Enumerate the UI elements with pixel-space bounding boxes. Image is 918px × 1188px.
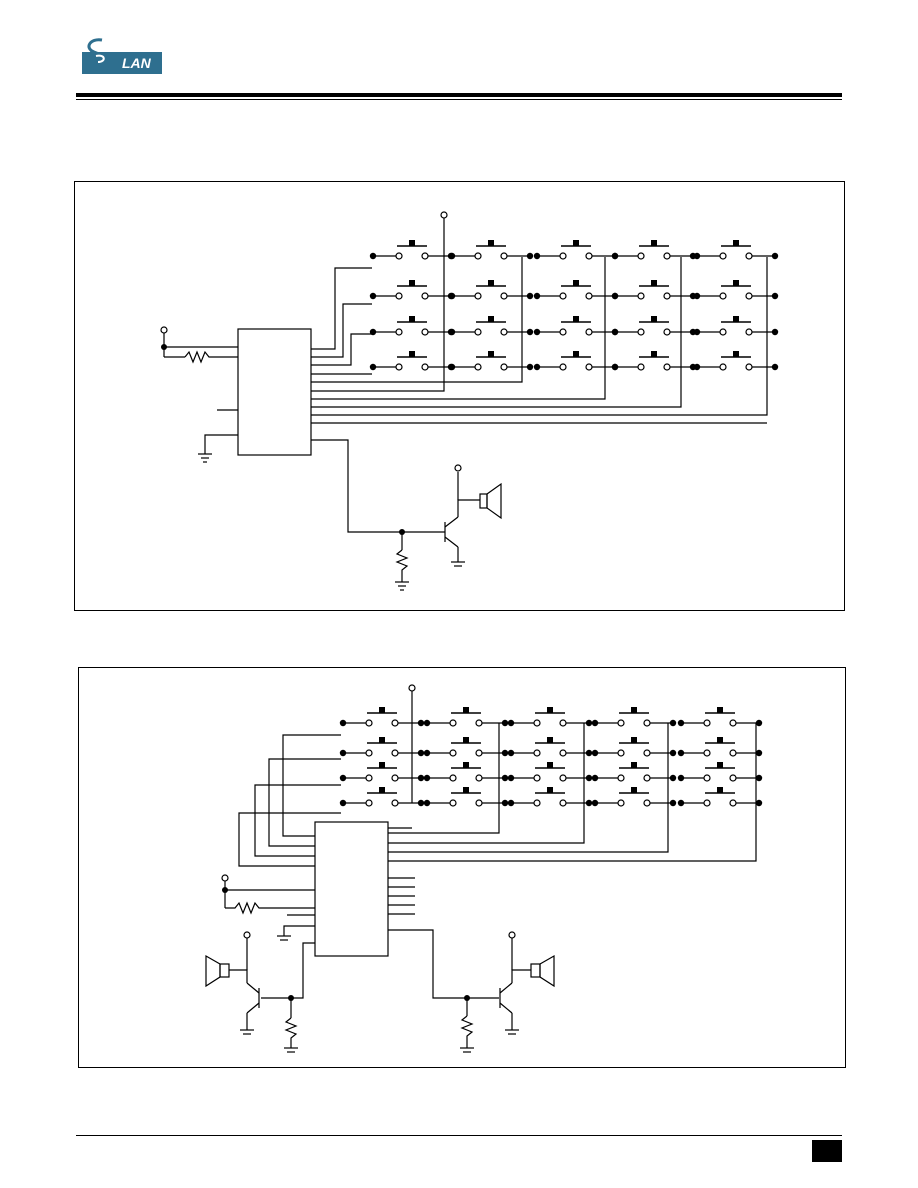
push-switch [697,240,775,260]
push-switch [373,351,451,371]
push-switch [452,280,530,300]
push-switch [427,787,505,807]
push-switch [595,762,673,782]
push-switch [511,762,589,782]
circuit-diagram-1 [160,211,779,591]
push-switch [373,316,451,336]
push-switch [615,316,693,336]
push-switch [615,280,693,300]
push-switch [681,737,759,757]
push-switch [427,762,505,782]
push-switch [511,737,589,757]
push-switch [537,280,615,300]
logo-text: LAN [122,55,152,71]
push-switch [537,351,615,371]
push-switch [343,787,421,807]
push-switch [343,762,421,782]
keypad-switch-matrix-2 [339,707,763,807]
push-switch [537,316,615,336]
push-switch [595,787,673,807]
push-switch [697,351,775,371]
push-switch [595,737,673,757]
push-switch [427,707,505,727]
push-switch [511,787,589,807]
push-switch [681,707,759,727]
circuit-diagram-2 [205,684,763,1053]
push-switch [452,351,530,371]
push-switch [373,280,451,300]
push-switch [697,280,775,300]
header-rule-thick [76,93,842,97]
push-switch [427,737,505,757]
push-switch [452,240,530,260]
push-switch [452,316,530,336]
push-switch [681,762,759,782]
circuit-figure-2 [78,667,846,1068]
push-switch [697,316,775,336]
page-number-box [812,1140,842,1162]
ic-chip [237,328,312,456]
push-switch [537,240,615,260]
elan-logo: LAN [76,34,164,84]
push-switch [373,240,451,260]
push-switch [595,707,673,727]
ic-chip-2 [314,821,389,957]
push-switch [511,707,589,727]
push-switch [343,707,421,727]
push-switch [615,240,693,260]
circuit-figure-1 [74,181,845,611]
push-switch [615,351,693,371]
keypad-switch-matrix-1 [369,240,779,371]
push-switch [681,787,759,807]
footer-rule [76,1135,842,1136]
header-rule-thin [76,99,842,100]
push-switch [343,737,421,757]
